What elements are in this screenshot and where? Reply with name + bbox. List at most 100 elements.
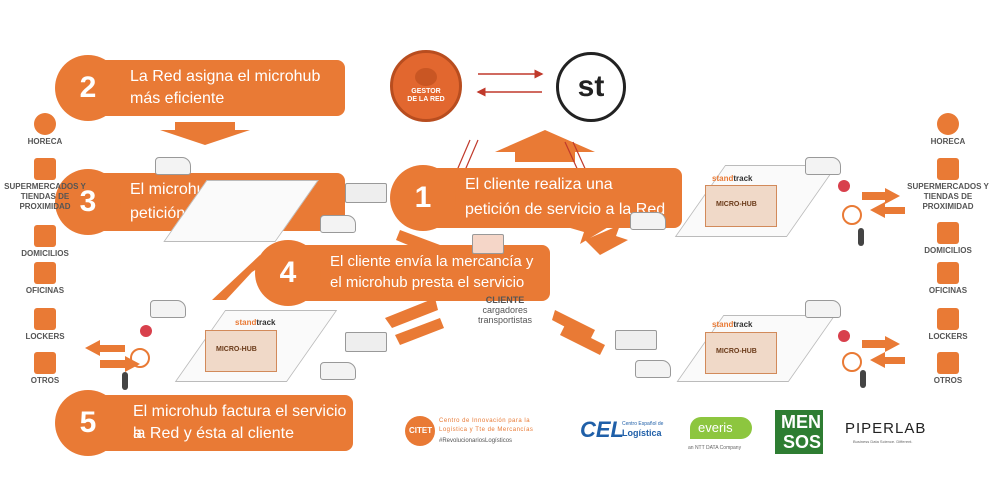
arrow-sw-2 <box>385 298 438 328</box>
step-3-number: 3 <box>55 169 121 235</box>
step-4-callout: 4 El cliente envía la mercancía y el mic… <box>255 240 550 306</box>
person-icon <box>122 372 128 390</box>
microhub-label: MICRO-HUB <box>716 348 757 355</box>
right-oficinas: OFICINAS <box>898 262 998 296</box>
arrow-se-1 <box>552 310 595 340</box>
arrow-left-1 <box>85 340 125 356</box>
client-line2: transportistas <box>477 315 533 325</box>
mensos-line2: SOS <box>783 432 822 452</box>
locker-icon <box>34 308 56 330</box>
step-2-text-line1: La Red asigna el microhub <box>130 68 321 85</box>
step-4-text-line2: el microhub presta el servicio <box>330 274 525 291</box>
arrow-right-1 <box>862 188 900 204</box>
right-domicilios: DOMICILIOS <box>898 222 998 256</box>
piperlab-sub: Business Data Science. Different. <box>853 439 913 444</box>
van-icon <box>805 157 841 175</box>
st-logo-text: st <box>577 70 605 103</box>
microhub-bottom-left: MICRO-HUB <box>205 330 277 372</box>
step-2-number: 2 <box>55 55 121 121</box>
standtrack-brand: standtrack <box>235 318 276 327</box>
everis-logo: everis an NTT DATA Company <box>680 415 760 455</box>
microhub-label: MICRO-HUB <box>216 346 257 353</box>
citet-mark <box>405 416 435 446</box>
client-block: CLIENTE cargadores transportistas <box>455 295 555 325</box>
step-3-text-line2: petición <box>130 205 186 222</box>
step-1-text-line2: petición de servicio a la Red <box>465 201 666 218</box>
building-icon <box>937 262 959 284</box>
house-icon <box>34 225 56 247</box>
arrow-right-2 <box>870 202 905 218</box>
left-lockers: LOCKERS <box>0 308 95 342</box>
van-icon <box>155 157 191 175</box>
van-icon <box>805 300 841 318</box>
step-4-number: 4 <box>255 240 321 306</box>
left-supermercados: SUPERMERCADOS Y TIENDAS DE PROXIMIDAD <box>0 158 95 212</box>
microhub-top-right: MICRO-HUB <box>705 185 777 227</box>
step-2-text-line2: más eficiente <box>130 90 225 107</box>
person-icon <box>858 228 864 246</box>
standtrack-brand: standtrack <box>712 320 753 329</box>
cel-line1: Centro Español de <box>622 421 664 427</box>
mensos-line1: MEN <box>781 412 821 432</box>
right-supermercados: SUPERMERCADOS Y TIENDAS DE PROXIMIDAD <box>898 158 998 212</box>
truck-icon <box>345 332 387 352</box>
right-lockers: LOCKERS <box>898 308 998 342</box>
citet-logo: CITET Centro de Innovación para la Logís… <box>405 412 565 462</box>
step-2-callout: 2 La Red asigna el microhub más eficient… <box>55 55 345 121</box>
bicycle-icon <box>130 348 150 368</box>
truck-icon <box>345 183 387 203</box>
gestor-line2: DE LA RED <box>407 96 445 103</box>
scooter-rider-icon <box>838 180 850 192</box>
cart-icon <box>937 158 959 180</box>
van-icon <box>320 215 356 233</box>
gestor-st-arrows <box>476 69 544 97</box>
everis-name: everis <box>698 420 733 435</box>
left-oficinas: OFICINAS <box>0 262 95 296</box>
locker-icon <box>937 308 959 330</box>
house-icon <box>937 222 959 244</box>
microhub-label: MICRO-HUB <box>716 201 757 208</box>
step-4-text-line1: El cliente envía la mercancía y <box>330 253 534 270</box>
building-icon <box>34 262 56 284</box>
arrow-right-4 <box>870 352 905 368</box>
st-logo: st <box>556 52 626 122</box>
standtrack-brand: standtrack <box>712 174 753 183</box>
gestor-line1: GESTOR <box>411 88 441 95</box>
truck-icon <box>472 234 504 254</box>
van-icon <box>635 360 671 378</box>
piperlab-logo: PIPERLAB Business Data Science. Differen… <box>845 420 955 450</box>
left-domicilios: DOMICILIOS <box>0 225 95 259</box>
client-line1: cargadores <box>482 305 528 315</box>
cel-line2: Logística <box>622 428 662 438</box>
grid-icon <box>34 352 56 374</box>
step-1-number: 1 <box>390 165 456 231</box>
cel-name: CEL <box>580 417 624 442</box>
gestor-de-la-red-logo: GESTOR DE LA RED <box>390 50 462 122</box>
mensos-logo: MEN SOS <box>775 410 823 454</box>
fork-knife-icon <box>937 113 959 135</box>
bicycle-icon <box>842 205 862 225</box>
everis-sub: an NTT DATA Company <box>688 445 742 451</box>
piperlab-name: PIPERLAB <box>845 420 927 437</box>
right-horeca: HORECA <box>898 113 998 147</box>
bicycle-icon <box>842 352 862 372</box>
citet-line1: Centro de Innovación para la <box>439 418 531 424</box>
arrow-sw-1 <box>212 255 268 300</box>
left-otros: OTROS <box>0 352 95 386</box>
truck-icon <box>615 330 657 350</box>
cel-logo: CEL Centro Español de Logística <box>580 415 664 455</box>
left-horeca: HORECA <box>0 113 95 147</box>
arrow-right-3 <box>862 336 900 352</box>
person-icon <box>860 370 866 388</box>
step-5-text-line2: la Red y ésta al cliente <box>133 425 294 442</box>
arrow-sw-3 <box>395 318 444 345</box>
network-icon <box>415 68 437 86</box>
citet-line2: Logística y Tte de Mercancías <box>439 427 534 433</box>
microhub-bottom-right: MICRO-HUB <box>705 332 777 374</box>
right-otros: OTROS <box>898 352 998 386</box>
everis-mark <box>690 417 752 439</box>
step-5-callout: 5 El microhub factura el servicio a la R… <box>55 390 353 456</box>
van-icon <box>320 362 356 380</box>
step-1-callout: 1 El cliente realiza una petición de ser… <box>390 165 682 231</box>
arrow-se-2 <box>560 325 605 355</box>
